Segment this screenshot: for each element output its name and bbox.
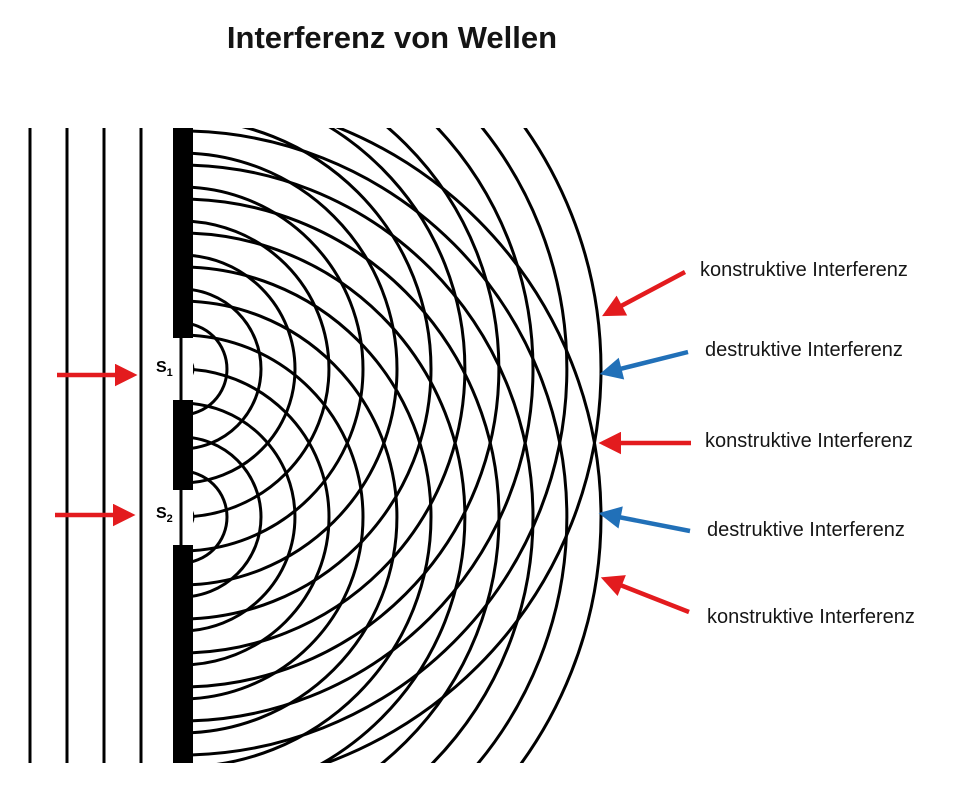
wavefront-arc-s2 — [193, 163, 535, 763]
destructive-arrow-lower — [598, 506, 691, 534]
wavefront-arc-s1 — [193, 151, 399, 587]
wavefront-arc-s2 — [193, 510, 195, 524]
constructive-arrow-top — [602, 270, 687, 317]
circular-wavefronts — [193, 128, 603, 763]
wavefront-arc-s1 — [193, 185, 365, 553]
page-title: Interferenz von Wellen — [226, 20, 558, 55]
barrier-segment-top — [173, 128, 193, 338]
annotation-label-destructive-upper: destruktive Interferenz — [705, 339, 903, 361]
double-slit-barrier — [173, 128, 193, 763]
incident-wave-arrows — [55, 363, 138, 527]
wavefront-arc-s1 — [193, 128, 535, 723]
wavefront-arc-s2 — [193, 299, 399, 735]
wavefront-arc-s1 — [193, 128, 467, 655]
annotation-label-constructive-bottom: konstruktive Interferenz — [707, 606, 915, 628]
slit-s1-symbol: S — [156, 359, 167, 376]
barrier-segment-middle — [173, 400, 193, 490]
annotation-label-constructive-top: konstruktive Interferenz — [700, 259, 908, 281]
plane-wavefronts — [28, 128, 143, 763]
wavefront-arc-s2 — [193, 402, 297, 632]
slit-label-s1: S1 — [156, 360, 173, 379]
slit-label-s2: S2 — [156, 506, 173, 525]
wavefront-arc-s1 — [193, 323, 229, 415]
wavefront-arc-s2 — [193, 231, 467, 763]
slit-s2-subscript: 2 — [166, 513, 173, 526]
wavefront-arc-s2 — [193, 436, 263, 598]
barrier-segment-bottom — [173, 545, 193, 763]
slit-s2-symbol: S — [156, 505, 167, 522]
wavefront-arc-s2 — [193, 368, 331, 666]
wavefront-arc-s2 — [193, 129, 569, 763]
wavefront-arc-s2 — [193, 471, 229, 563]
constructive-arrow-bottom — [600, 575, 690, 615]
wavefront-arc-s1 — [193, 288, 263, 450]
wavefront-arc-s2 — [193, 333, 365, 701]
annotation-arrows — [598, 270, 691, 615]
wavefront-arc-s1 — [193, 254, 297, 484]
annotation-label-constructive-middle: konstruktive Interferenz — [705, 430, 913, 452]
destructive-arrow-upper — [599, 349, 689, 380]
wavefront-arc-s1 — [193, 220, 331, 518]
wavefront-arc-s2 — [193, 265, 433, 763]
wavefront-arc-s1 — [193, 362, 195, 376]
annotation-label-destructive-lower: destruktive Interferenz — [707, 519, 905, 541]
wavefront-arc-s2 — [193, 197, 501, 763]
slit-s1-subscript: 1 — [166, 367, 173, 380]
wavefront-arc-s1 — [193, 128, 569, 757]
